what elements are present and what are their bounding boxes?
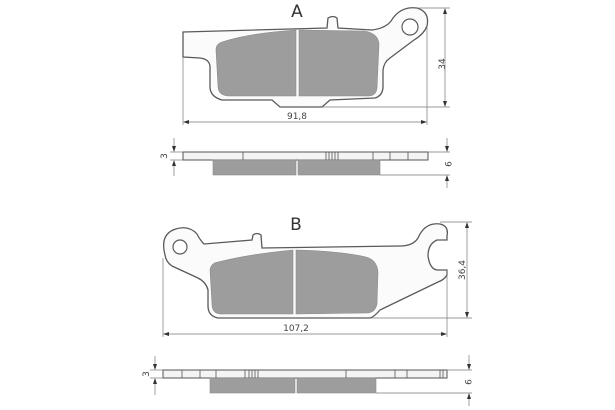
pad-a-width-label: 91,8 (287, 112, 307, 122)
pad-b-side-friction-right (296, 377, 377, 394)
pad-a-friction-left (215, 29, 297, 97)
pad-a: A 91,8 34 (182, 2, 450, 125)
pad-a-friction-right (298, 29, 380, 97)
pad-a-label: A (291, 2, 303, 22)
pad-b-friction-right (295, 249, 379, 315)
pad-b-height-label: 36,4 (458, 260, 468, 280)
pad-b: B 107,2 36,4 (162, 215, 472, 337)
pad-a-height-label: 34 (438, 58, 448, 70)
pad-a-mounting-hole (401, 18, 419, 36)
pad-b-side-view: 3 9 (142, 355, 472, 406)
pad-a-plate-thickness-label: 3 (160, 153, 170, 159)
pad-b-width-label: 107,2 (283, 324, 309, 334)
pad-a-total-thickness-label: 9 (442, 161, 452, 167)
pad-b-label: B (290, 215, 302, 235)
pad-b-friction-left (209, 249, 294, 315)
pad-b-plate-thickness-label: 3 (142, 371, 152, 377)
pad-a-side-view: 3 9 (160, 138, 452, 188)
pad-a-side-friction-right (297, 159, 381, 176)
pad-a-side-backplate (182, 151, 429, 161)
pad-b-mounting-hole (172, 239, 188, 255)
pad-b-side-friction-left (209, 377, 296, 394)
pad-a-side-friction-left (212, 159, 297, 176)
pad-b-total-thickness-label: 9 (462, 379, 472, 385)
pad-b-side-backplate (162, 369, 448, 379)
